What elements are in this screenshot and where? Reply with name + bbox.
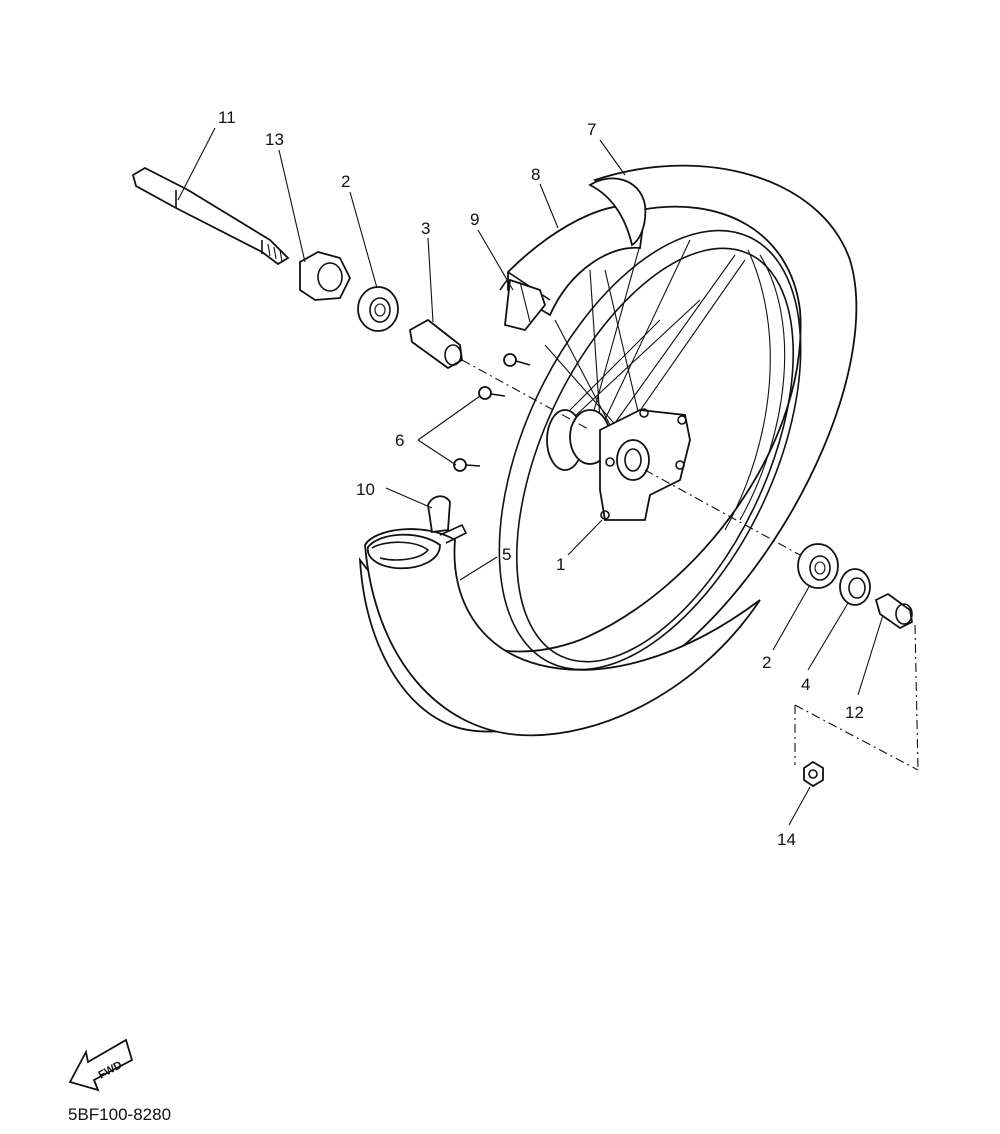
inner-tube [364,528,761,737]
bolts [453,353,531,472]
spokes [544,239,746,431]
callout-13: 13 [265,130,284,149]
rim-band [507,177,647,317]
fwd-arrow: FWD [68,1038,134,1092]
rim [498,229,802,671]
bolt-lower [453,458,481,472]
collar-left [299,251,352,301]
valve-nut [504,278,547,332]
callout-14: 14 [777,830,796,849]
callout-2-left: 2 [341,172,350,191]
axle-nut [803,760,824,788]
callout-4: 4 [801,675,810,694]
callout-3: 3 [421,219,430,238]
axle [131,166,290,266]
bolt-upper [503,353,531,367]
valve-cap [427,495,468,544]
callout-12: 12 [845,703,864,722]
callout-6: 6 [395,431,404,450]
bearing-right [797,543,839,589]
bolt-middle [478,386,506,400]
callout-1: 1 [556,555,565,574]
callout-10: 10 [356,480,375,499]
callouts: 11 13 2 3 9 8 7 6 10 5 1 2 4 12 14 [218,108,864,849]
oil-seal [839,568,871,606]
leader-lines [177,127,884,826]
bearing-left [357,286,399,332]
spacer [409,318,463,370]
callout-9: 9 [470,210,479,229]
axis-lines [461,359,919,771]
callout-7: 7 [587,120,596,139]
collar-right [874,592,913,630]
diagram-code: 5BF100-8280 [68,1105,171,1124]
callout-5: 5 [502,545,511,564]
hub [546,408,691,521]
callout-8: 8 [531,165,540,184]
callout-11: 11 [218,108,236,127]
callout-2-right: 2 [762,653,771,672]
